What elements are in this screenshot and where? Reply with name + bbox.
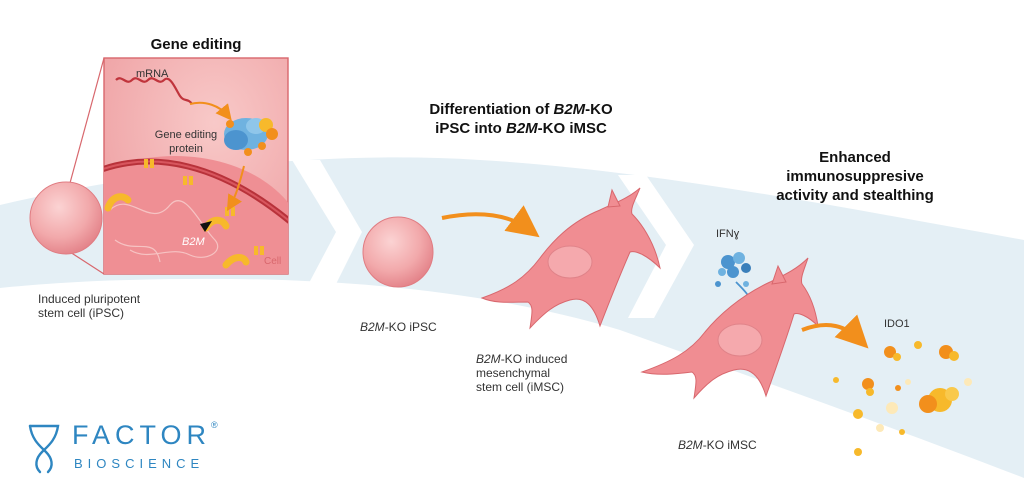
- title-line: iPSC into B2M-KO iMSC: [404, 119, 638, 138]
- arrow-icon: [189, 101, 232, 121]
- title-text: -KO iMSC: [537, 120, 607, 137]
- factor-helix-logo-icon: [28, 424, 60, 474]
- protein-label-line: Gene editing: [154, 129, 218, 141]
- gene-editing-inset: [103, 57, 289, 275]
- cut-marker-icon: [200, 221, 212, 232]
- ipsc-cell: [29, 181, 103, 255]
- imsc-cell: [640, 257, 819, 400]
- protein-label-line: protein: [169, 143, 203, 155]
- caption-line: stem cell (iMSC): [476, 380, 565, 394]
- arrow-icon: [801, 314, 869, 349]
- registered-mark: ®: [211, 420, 218, 430]
- caption-text: -KO induced: [500, 352, 568, 366]
- title-text: -KO: [585, 101, 613, 118]
- mrna-label: mRNA: [136, 68, 169, 80]
- title-line: Enhanced: [819, 149, 891, 166]
- title-text: iPSC into: [435, 120, 506, 137]
- caption-line: mesenchymal: [476, 366, 551, 380]
- b2m-ko-ipsc-caption: B2M-KO iPSC: [360, 320, 437, 334]
- caption-italic-text: B2M: [476, 352, 501, 366]
- gene-segment: [222, 254, 250, 269]
- zoom-line-bottom: [69, 251, 105, 275]
- bioscience-logo-text: BIOSCIENCE: [74, 456, 205, 471]
- caption-text: -KO iPSC: [384, 320, 437, 334]
- nuclear-pore: [144, 159, 264, 255]
- gene-editing-title: Gene editing: [150, 36, 242, 53]
- differentiation-title: Differentiation of B2M-KO iPSC into B2M-…: [404, 100, 638, 138]
- caption-line: B2M-KO induced: [476, 352, 567, 366]
- b2m-gene-label: B2M: [182, 236, 205, 248]
- arrow-icon: [441, 205, 540, 238]
- b2m-ko-ipsc-cell: [362, 216, 434, 288]
- arrow-icon: [226, 165, 245, 212]
- caption-line: stem cell (iPSC): [38, 306, 125, 320]
- ifn-gamma-icon: [715, 252, 751, 287]
- caption-line: Induced pluripotent: [38, 292, 141, 306]
- ido1-label: IDO1: [884, 318, 910, 330]
- ifn-gamma-label: IFNɣ: [716, 228, 740, 240]
- b2m-ko-imsc-caption-2: B2M-KO iMSC: [678, 438, 757, 452]
- caption-italic-text: B2M: [360, 320, 385, 334]
- gene-segment: [104, 193, 132, 212]
- title-italic-text: B2M: [553, 101, 586, 118]
- caption-text: -KO iMSC: [702, 438, 757, 452]
- title-line: activity and stealthing: [776, 187, 934, 204]
- ido1-particles-icon: [833, 341, 972, 456]
- enhanced-activity-title: Enhanced immunosuppresive activity and s…: [748, 148, 962, 205]
- title-line: immunosuppresive: [786, 168, 924, 185]
- title-line: Differentiation of B2M-KO: [404, 100, 638, 119]
- chevron-divider-1: [292, 160, 362, 300]
- dna-strand-icon: [109, 200, 219, 263]
- title-text: Differentiation of: [429, 101, 554, 118]
- mrna-strand-icon: [115, 77, 193, 105]
- b2m-ko-imsc-caption: B2M-KO induced mesenchymal stem cell (iM…: [476, 352, 567, 394]
- zoom-line-top: [69, 57, 105, 184]
- caption-italic-text: B2M: [678, 438, 703, 452]
- cell-label: Cell: [264, 256, 282, 267]
- factor-logo-text: FACTOR®: [72, 420, 218, 451]
- ipsc-caption: Induced pluripotent stem cell (iPSC): [38, 292, 140, 320]
- imsc-cell: [480, 187, 661, 330]
- chevron-divider-2: [618, 175, 694, 318]
- protein-complex-icon: [224, 118, 278, 156]
- gene-editing-protein-label: Gene editing protein: [144, 128, 228, 156]
- logo-name: FACTOR: [72, 420, 212, 450]
- title-italic-text: B2M: [506, 120, 538, 137]
